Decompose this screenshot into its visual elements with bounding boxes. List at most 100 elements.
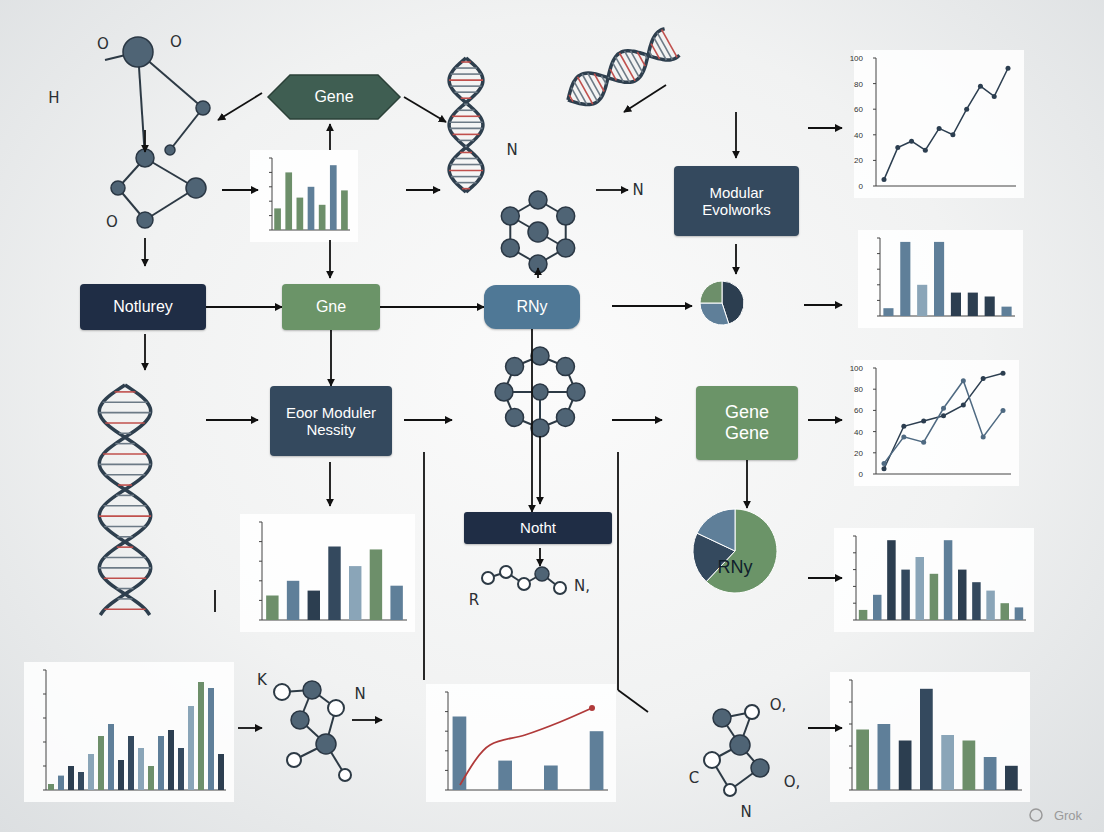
atom xyxy=(186,178,206,198)
tick-mark xyxy=(43,766,46,767)
data-point xyxy=(1001,408,1006,413)
rounded-box: RNy xyxy=(484,285,580,329)
base-pair xyxy=(451,176,481,178)
pie-slice xyxy=(700,303,729,325)
flow-arrow xyxy=(404,419,452,421)
line-chart xyxy=(854,360,1019,486)
bar xyxy=(319,205,326,230)
data-point xyxy=(961,403,966,408)
data-point xyxy=(981,376,986,381)
atom xyxy=(500,566,512,578)
bar xyxy=(963,741,976,791)
bar xyxy=(198,682,204,790)
tick-mark xyxy=(259,541,262,542)
axis-tick: 0 xyxy=(859,470,863,479)
tick-mark xyxy=(445,731,448,732)
atom xyxy=(531,419,549,437)
base-pair xyxy=(607,77,609,78)
tick-mark xyxy=(445,790,448,791)
process-box: Gene Gene xyxy=(696,386,798,460)
flow-arrow xyxy=(596,189,628,191)
atom xyxy=(713,709,731,727)
bar xyxy=(390,586,402,620)
bar-chart xyxy=(426,684,616,802)
axis-tick: 60 xyxy=(854,406,863,415)
bar xyxy=(98,736,104,790)
tick-mark xyxy=(853,603,856,604)
bar xyxy=(544,766,558,791)
node-text: RNy xyxy=(516,298,547,316)
chart-axis xyxy=(262,522,407,620)
guide-line xyxy=(617,452,619,690)
tick-mark xyxy=(259,580,262,581)
tick-mark xyxy=(853,552,856,553)
bar xyxy=(972,582,981,620)
molecule xyxy=(495,347,585,437)
atom-label: R xyxy=(469,591,479,609)
node-text: Notlurey xyxy=(113,298,173,316)
base-pair xyxy=(615,57,629,82)
base-pair xyxy=(99,464,151,466)
flow-arrow xyxy=(206,419,258,421)
tick-mark xyxy=(873,474,876,475)
base-pair xyxy=(569,95,573,102)
tick-mark xyxy=(43,742,46,743)
base-pair xyxy=(118,484,132,486)
atom xyxy=(316,734,336,754)
tick-mark xyxy=(877,300,880,301)
base-pair xyxy=(455,91,478,93)
bar xyxy=(920,689,933,790)
flow-arrow xyxy=(624,85,666,112)
base-pair xyxy=(105,422,144,424)
bar xyxy=(985,297,995,317)
chart-ground xyxy=(426,684,616,802)
bar xyxy=(951,293,961,316)
node-text: Modular Evolworks xyxy=(682,184,791,219)
chart-ground xyxy=(830,672,1030,802)
bar xyxy=(308,187,315,230)
bar xyxy=(188,706,194,790)
bar xyxy=(158,736,164,790)
data-point xyxy=(950,132,955,137)
data-point xyxy=(589,705,595,711)
atom xyxy=(303,681,321,699)
connector-arrow xyxy=(380,306,484,308)
base-pair xyxy=(99,567,151,569)
bar xyxy=(108,724,114,790)
bar-chart xyxy=(240,514,415,632)
tick-mark xyxy=(269,186,272,187)
data-point xyxy=(901,424,906,429)
data-point xyxy=(901,434,906,439)
tick-mark xyxy=(873,186,876,187)
atom-label: C xyxy=(689,769,699,787)
data-point xyxy=(964,107,969,112)
bar xyxy=(285,172,292,230)
axis-tick: 60 xyxy=(854,105,863,114)
flow-arrow xyxy=(218,93,262,120)
axis-tick: 80 xyxy=(854,385,863,394)
tick-mark xyxy=(849,702,852,703)
base-pair xyxy=(117,546,133,548)
base-pair xyxy=(449,170,483,172)
base-pair xyxy=(588,73,602,97)
atom xyxy=(137,212,153,228)
bar xyxy=(917,285,927,316)
tick-mark xyxy=(873,109,876,110)
base-pair xyxy=(449,79,483,81)
data-point xyxy=(921,440,926,445)
atom xyxy=(528,222,548,242)
base-pair xyxy=(662,30,677,58)
tick-mark xyxy=(445,770,448,771)
bar xyxy=(900,242,910,316)
data-point xyxy=(937,126,942,131)
chart-ground xyxy=(24,662,234,802)
tick-mark xyxy=(849,724,852,725)
node-text: Notht xyxy=(520,519,556,536)
bar xyxy=(1001,603,1010,620)
connector-arrow xyxy=(330,330,332,386)
tick-mark xyxy=(43,790,46,791)
base-pair xyxy=(645,54,647,58)
atom xyxy=(291,711,309,729)
atom xyxy=(111,181,125,195)
